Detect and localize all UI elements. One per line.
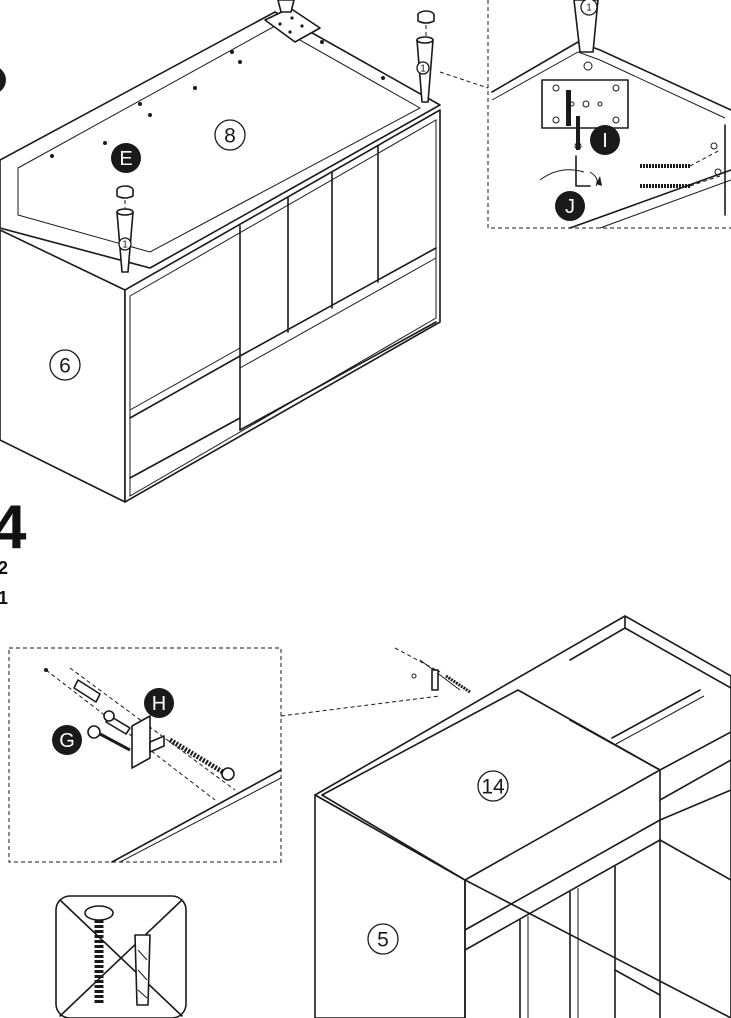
badge-J: J bbox=[555, 191, 585, 221]
label-panel-5: 5 bbox=[367, 923, 399, 955]
label-leg-right: 1 bbox=[416, 61, 430, 75]
svg-text:H: H bbox=[152, 693, 166, 715]
svg-text:E: E bbox=[119, 148, 132, 170]
svg-text:I: I bbox=[602, 130, 608, 152]
badge-H: H bbox=[144, 688, 174, 718]
detail-wall-anchor bbox=[8, 647, 441, 863]
badge-E: E bbox=[111, 143, 141, 173]
upper-assembly bbox=[0, 0, 489, 503]
step-number: 4 bbox=[0, 493, 27, 562]
label-panel-14-text: 14 bbox=[481, 776, 505, 799]
leg-right bbox=[416, 10, 435, 103]
label-leg-left: 1 bbox=[118, 237, 132, 251]
label-panel-5-text: 5 bbox=[377, 929, 389, 952]
badge-partial bbox=[0, 68, 6, 92]
step-qty-a: 2 bbox=[0, 558, 8, 578]
svg-text:1: 1 bbox=[420, 64, 426, 75]
svg-text:G: G bbox=[59, 730, 75, 752]
detail-leg-mount: 1 bbox=[487, 0, 731, 229]
label-panel-6-text: 6 bbox=[59, 355, 71, 378]
step-header: 4 2 1 bbox=[0, 493, 27, 608]
panel-5-side bbox=[314, 794, 466, 1018]
svg-text:J: J bbox=[565, 196, 575, 218]
label-panel-8-text: 8 bbox=[224, 125, 236, 148]
badge-G: G bbox=[52, 725, 82, 755]
no-drywall-warning-icon bbox=[55, 895, 187, 1018]
lower-assembly bbox=[314, 615, 731, 1018]
step-qty-b: 1 bbox=[0, 588, 8, 608]
label-panel-14: 14 bbox=[477, 770, 509, 802]
svg-text:1: 1 bbox=[586, 3, 592, 14]
label-panel-6: 6 bbox=[49, 349, 81, 381]
svg-text:1: 1 bbox=[122, 240, 128, 251]
badge-I: I bbox=[590, 125, 620, 155]
label-panel-8: 8 bbox=[214, 119, 246, 151]
